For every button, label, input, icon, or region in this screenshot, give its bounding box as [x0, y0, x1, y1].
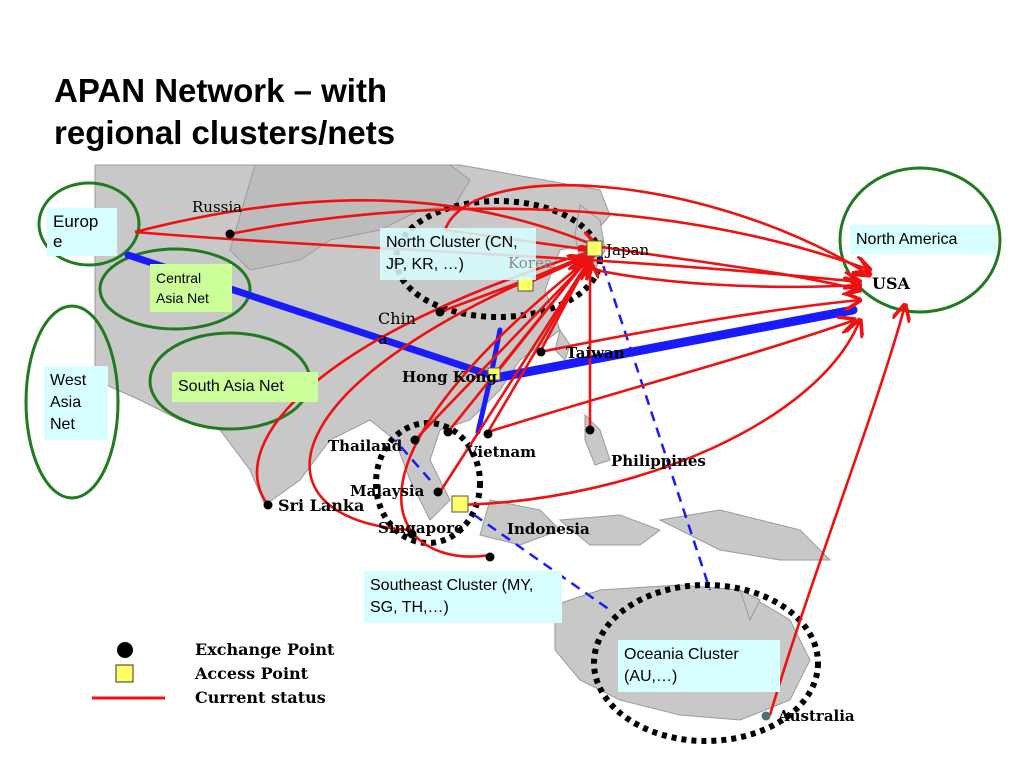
- usa-label: USA: [872, 274, 910, 293]
- title-line-1: APAN Network – with: [54, 72, 388, 109]
- indonesia-label: Indonesia: [507, 520, 590, 538]
- dashed-links: [394, 249, 712, 612]
- exchange-points: [225, 229, 771, 721]
- legend-access-icon: [115, 664, 134, 683]
- central-asia-outline: [98, 247, 252, 331]
- legend-current-status: Current status: [195, 688, 326, 707]
- europe-label: Europ e: [47, 208, 117, 256]
- red-links: [134, 183, 905, 716]
- sri-lanka-label: Sri Lanka: [278, 496, 365, 515]
- north-america-outline: [838, 166, 1002, 314]
- malaysia-label: Malaysia: [350, 482, 425, 500]
- legend-exchange-point: Exchange Point: [195, 640, 335, 659]
- russia-label: Russia: [192, 198, 243, 216]
- china-label: Chin a: [378, 309, 416, 348]
- hong-kong-label: Hong Kong: [402, 368, 497, 386]
- title-line-2: regional clusters/nets: [54, 114, 396, 151]
- korea-label: Korea: [508, 254, 553, 272]
- philippines-label: Philippines: [611, 452, 706, 470]
- southeast-cluster-label: Southeast Cluster (MY, SG, TH,…): [364, 571, 562, 623]
- oceania-cluster-label: Oceania Cluster (AU,…): [618, 640, 780, 692]
- australia-label: Australia: [778, 707, 855, 725]
- europe-outline: [37, 181, 141, 267]
- legend-graphics: [92, 642, 165, 700]
- access-points: [451, 240, 603, 513]
- vietnam-label: Vietnam: [466, 443, 537, 461]
- central-asia-label: Central Asia Net: [150, 264, 232, 312]
- singapore-label: Singapore: [378, 519, 464, 537]
- legend-exchange-icon: [117, 642, 133, 658]
- north-america-label: North America: [850, 225, 996, 254]
- japan-label: Japan: [606, 241, 650, 259]
- thailand-label: Thailand: [328, 437, 403, 455]
- west-asia-outline: [24, 304, 120, 500]
- oceania-cluster-outline: [591, 582, 821, 744]
- page-title: APAN Network – with regional clusters/ne…: [54, 70, 395, 154]
- legend-access-point: Access Point: [195, 664, 309, 683]
- north-cluster-label: North Cluster (CN, JP, KR, …): [380, 228, 536, 280]
- taiwan-label: Taiwan: [566, 344, 625, 362]
- south-asia-label: South Asia Net: [172, 372, 318, 402]
- west-asia-label: West Asia Net: [44, 366, 108, 440]
